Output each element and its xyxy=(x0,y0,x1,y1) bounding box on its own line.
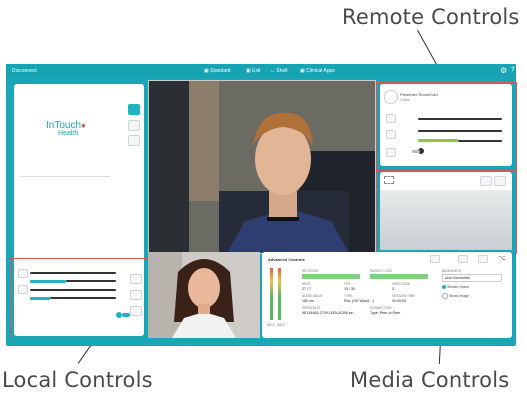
mic-meter-2-label: MIC2 xyxy=(277,323,285,327)
bandwidth-value: Auto Bandwidth xyxy=(445,276,471,280)
remote-video xyxy=(148,80,376,254)
session-id-label: SESSION ID xyxy=(302,306,321,310)
remote-slider-2[interactable] xyxy=(418,130,502,132)
remote-controls-callout: Remote Controls xyxy=(342,5,520,29)
remote-controls-box xyxy=(376,82,517,170)
connection-label: CONNECTION xyxy=(370,306,392,310)
sent-label: SENT xyxy=(302,282,311,286)
disconnect-button[interactable]: Disconnect xyxy=(12,68,37,74)
mic-meter-1-label: MIC1 xyxy=(267,323,275,327)
adv-icon-1[interactable] xyxy=(430,255,440,263)
standard-button[interactable]: ▣ Standard xyxy=(204,68,231,74)
camera-button[interactable] xyxy=(128,135,140,146)
video-size-value: 3 xyxy=(392,287,394,291)
audio-delay-label: AUDIO DELAY xyxy=(302,294,324,298)
remote-toggle[interactable] xyxy=(412,150,420,153)
remote-status: Online xyxy=(400,98,411,102)
fps-label: FPS xyxy=(344,282,351,286)
local-slider-4[interactable] xyxy=(30,297,50,300)
remote-slider-3-track xyxy=(458,140,502,142)
remote-toggle-knob[interactable] xyxy=(418,148,424,154)
media-camera-button[interactable] xyxy=(480,176,492,186)
local-slider-4-track xyxy=(50,297,116,299)
standard-label: Standard xyxy=(210,68,231,74)
video-size-label: VIDEO SIZE xyxy=(392,282,410,286)
adv-icon-2[interactable] xyxy=(458,255,468,263)
logo-main: InTouch xyxy=(46,120,82,131)
type-label: TYPE xyxy=(344,294,353,298)
remote-button-2[interactable] xyxy=(386,130,396,139)
bandwidth-select[interactable]: Auto Bandwidth xyxy=(442,274,502,282)
logo: InTouch● Health xyxy=(46,120,86,137)
packet-loss-bar xyxy=(370,274,428,279)
audio-delay-value: 180 ms xyxy=(302,299,314,303)
divider xyxy=(20,176,110,177)
signal-icon[interactable]: ⌥ xyxy=(498,255,507,262)
patient-button[interactable] xyxy=(128,104,140,115)
type-value: RUL (HD Wired ...) xyxy=(344,299,375,303)
help-icon[interactable]: ? xyxy=(511,67,515,73)
exit-label: Exit xyxy=(252,68,261,74)
local-toggle[interactable] xyxy=(122,313,130,317)
session-id-value: 9E1194A5-2709-11E5-ACB6-ee... xyxy=(302,311,356,315)
received-label: RECEIVED xyxy=(302,269,319,273)
remote-controls-panel xyxy=(380,84,512,166)
remote-name: Presenter Room/Cart xyxy=(400,92,438,97)
avatar xyxy=(384,90,398,104)
self-view-video xyxy=(148,252,260,338)
session-time-value: 00:00:00 xyxy=(392,299,406,303)
self-view-image xyxy=(148,252,260,338)
clinical-apps-button[interactable]: ▣ Clinical Apps xyxy=(300,68,335,74)
gear-icon[interactable]: ⚙ xyxy=(500,66,508,75)
advanced-controls: Advanced Controls ⌥ MIC1 MIC2 RECEIVED S… xyxy=(262,252,512,338)
exit-button[interactable]: ▣ Exit xyxy=(246,68,261,74)
local-controls xyxy=(14,262,144,334)
local-slider-3[interactable] xyxy=(30,289,116,291)
stream-video-label: Stream Video xyxy=(447,285,469,289)
shell-label: Shell xyxy=(276,68,288,74)
local-toggle-knob[interactable] xyxy=(116,312,122,318)
local-slider-1[interactable] xyxy=(30,272,116,274)
mic-meter-1 xyxy=(270,268,273,320)
remote-button-1[interactable] xyxy=(386,114,396,123)
advanced-controls-panel xyxy=(262,252,512,338)
local-slider-2-track xyxy=(66,280,116,282)
media-controls xyxy=(380,172,512,250)
local-mic-icon[interactable] xyxy=(18,269,28,278)
remote-video-image xyxy=(149,81,375,253)
local-slider-2[interactable] xyxy=(30,280,66,283)
local-side-button-1[interactable] xyxy=(130,274,142,284)
received-bar xyxy=(302,274,360,279)
logo-sub: Health xyxy=(58,130,79,137)
grid-icon[interactable] xyxy=(384,176,394,184)
remote-slider-1[interactable] xyxy=(418,118,502,120)
media-preview xyxy=(380,190,512,250)
local-side-button-2[interactable] xyxy=(130,290,142,300)
media-controls-callout: Media Controls xyxy=(350,368,510,392)
adv-icon-3[interactable] xyxy=(478,255,488,263)
remote-slider-3[interactable] xyxy=(418,139,458,142)
advanced-controls-title: Advanced Controls xyxy=(268,257,305,262)
sent-value: 27 / 7 xyxy=(302,287,311,291)
local-speaker-icon[interactable] xyxy=(18,285,28,294)
media-trash-button[interactable] xyxy=(494,176,506,186)
shell-button[interactable]: ↔ Shell xyxy=(270,68,288,74)
stream-video-option[interactable]: Stream Video xyxy=(442,285,469,290)
session-time-label: SESSION TIME xyxy=(392,294,415,298)
remote-button-3[interactable] xyxy=(386,148,396,157)
left-panel: InTouch● Health xyxy=(14,84,144,336)
remote-controls: Presenter Room/Cart Online xyxy=(380,84,512,166)
connection-value: Type: Peer-to-Peer xyxy=(370,311,401,315)
local-controls-callout: Local Controls xyxy=(2,368,153,392)
packet-loss-label: PACKET LOSS xyxy=(370,269,392,273)
bandwidth-label: BANDWIDTH xyxy=(442,269,462,273)
local-side-button-3[interactable] xyxy=(130,306,142,316)
show-image-option[interactable]: Show Image xyxy=(442,293,469,299)
top-toolbar: Disconnect ▣ Standard ▣ Exit ↔ Shell ▣ C… xyxy=(6,64,516,78)
clinical-apps-label: Clinical Apps xyxy=(306,68,335,74)
notes-button[interactable] xyxy=(128,120,140,131)
show-image-label: Show Image xyxy=(449,293,469,298)
fps-value: 15 / 30 xyxy=(344,287,355,291)
mic-meter-2 xyxy=(278,268,281,320)
